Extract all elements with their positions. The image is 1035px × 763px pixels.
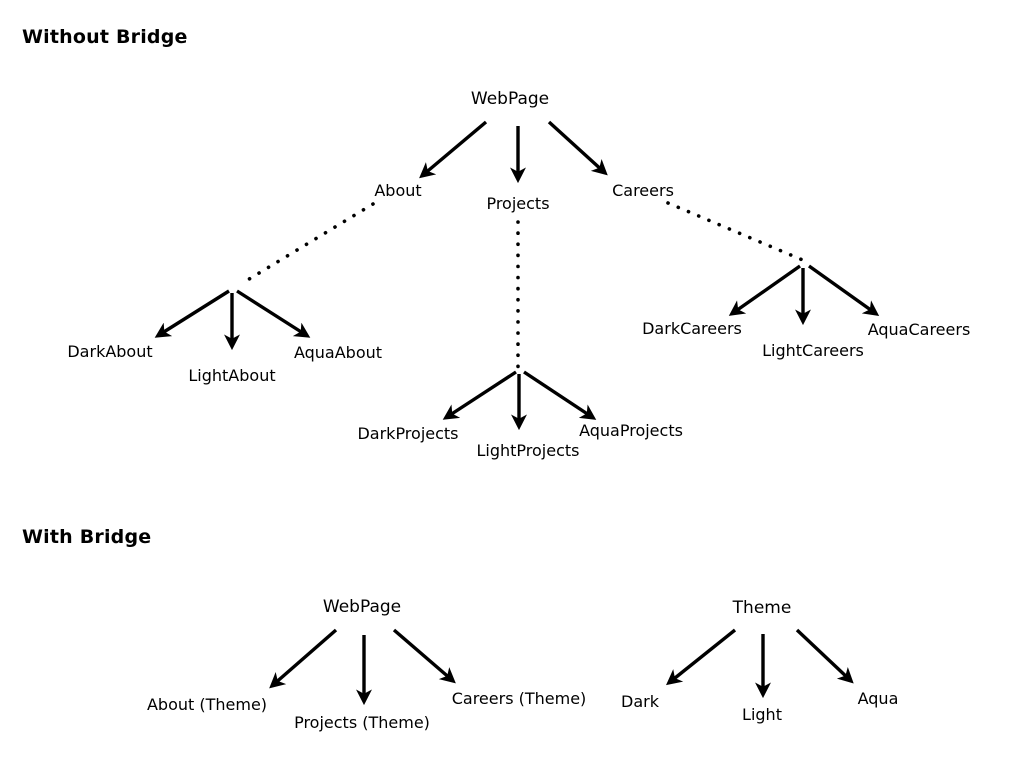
solid-arrow-edges: [154, 120, 880, 706]
dotted-connector-edges: [239, 201, 807, 370]
arrow-careersfan-to-aquacareers: [808, 264, 880, 316]
section-heading-without-bridge: Without Bridge: [22, 26, 188, 48]
node-branch-projects-theme-webpage-abstraction: Projects (Theme): [294, 713, 430, 732]
arrow-webpage-to-careers: [547, 120, 608, 176]
node-leaf-lightcareers-webpage-explosion: LightCareers: [762, 341, 864, 360]
arrow-webpage-to-about: [419, 120, 488, 179]
arrow-theme-to-dark: [666, 628, 737, 686]
node-leaf-darkcareers-webpage-explosion: DarkCareers: [642, 319, 742, 338]
node-leaf-lightabout-webpage-explosion: LightAbout: [188, 366, 275, 385]
dotted-connector-about: [239, 202, 375, 286]
section-heading-with-bridge: With Bridge: [22, 526, 151, 548]
arrow-careersfan-to-darkcareers: [728, 264, 801, 316]
node-leaf-aquaprojects-webpage-explosion: AquaProjects: [579, 421, 683, 440]
node-leaf-aquacareers-webpage-explosion: AquaCareers: [868, 320, 971, 339]
node-leaf-darkabout-webpage-explosion: DarkAbout: [67, 342, 152, 361]
node-branch-aqua-theme-implementation: Aqua: [858, 689, 899, 708]
node-root-theme-theme-implementation: Theme: [732, 598, 792, 618]
arrow-webpage2-to-about-theme-: [269, 628, 338, 689]
node-label-group: WebPageAboutProjectsCareersDarkAboutLigh…: [67, 89, 970, 732]
node-branch-careers-theme-webpage-abstraction: Careers (Theme): [452, 689, 587, 708]
node-root-webpage-webpage-explosion: WebPage: [471, 89, 549, 109]
node-branch-about-webpage-explosion: About: [374, 181, 421, 200]
node-branch-about-theme-webpage-abstraction: About (Theme): [147, 695, 267, 714]
node-root-webpage-webpage-abstraction: WebPage: [323, 597, 401, 617]
arrow-projectsfan-to-aquaprojects: [523, 370, 597, 420]
node-branch-projects-webpage-explosion: Projects: [486, 194, 549, 213]
node-leaf-aquaabout-webpage-explosion: AquaAbout: [294, 343, 382, 362]
arrow-webpage2-to-careers-theme-: [392, 628, 456, 684]
arrow-theme-to-aqua: [795, 628, 854, 684]
node-leaf-darkprojects-webpage-explosion: DarkProjects: [357, 424, 458, 443]
node-branch-light-theme-implementation: Light: [742, 705, 782, 724]
arrow-aboutfan-to-darkabout: [154, 289, 230, 338]
node-branch-dark-theme-implementation: Dark: [621, 692, 660, 711]
arrow-projectsfan-to-darkprojects: [442, 370, 517, 420]
node-branch-careers-webpage-explosion: Careers: [612, 181, 674, 200]
node-leaf-lightprojects-webpage-explosion: LightProjects: [476, 441, 579, 460]
arrow-aboutfan-to-aquaabout: [236, 289, 311, 338]
dotted-connector-careers: [666, 201, 807, 263]
